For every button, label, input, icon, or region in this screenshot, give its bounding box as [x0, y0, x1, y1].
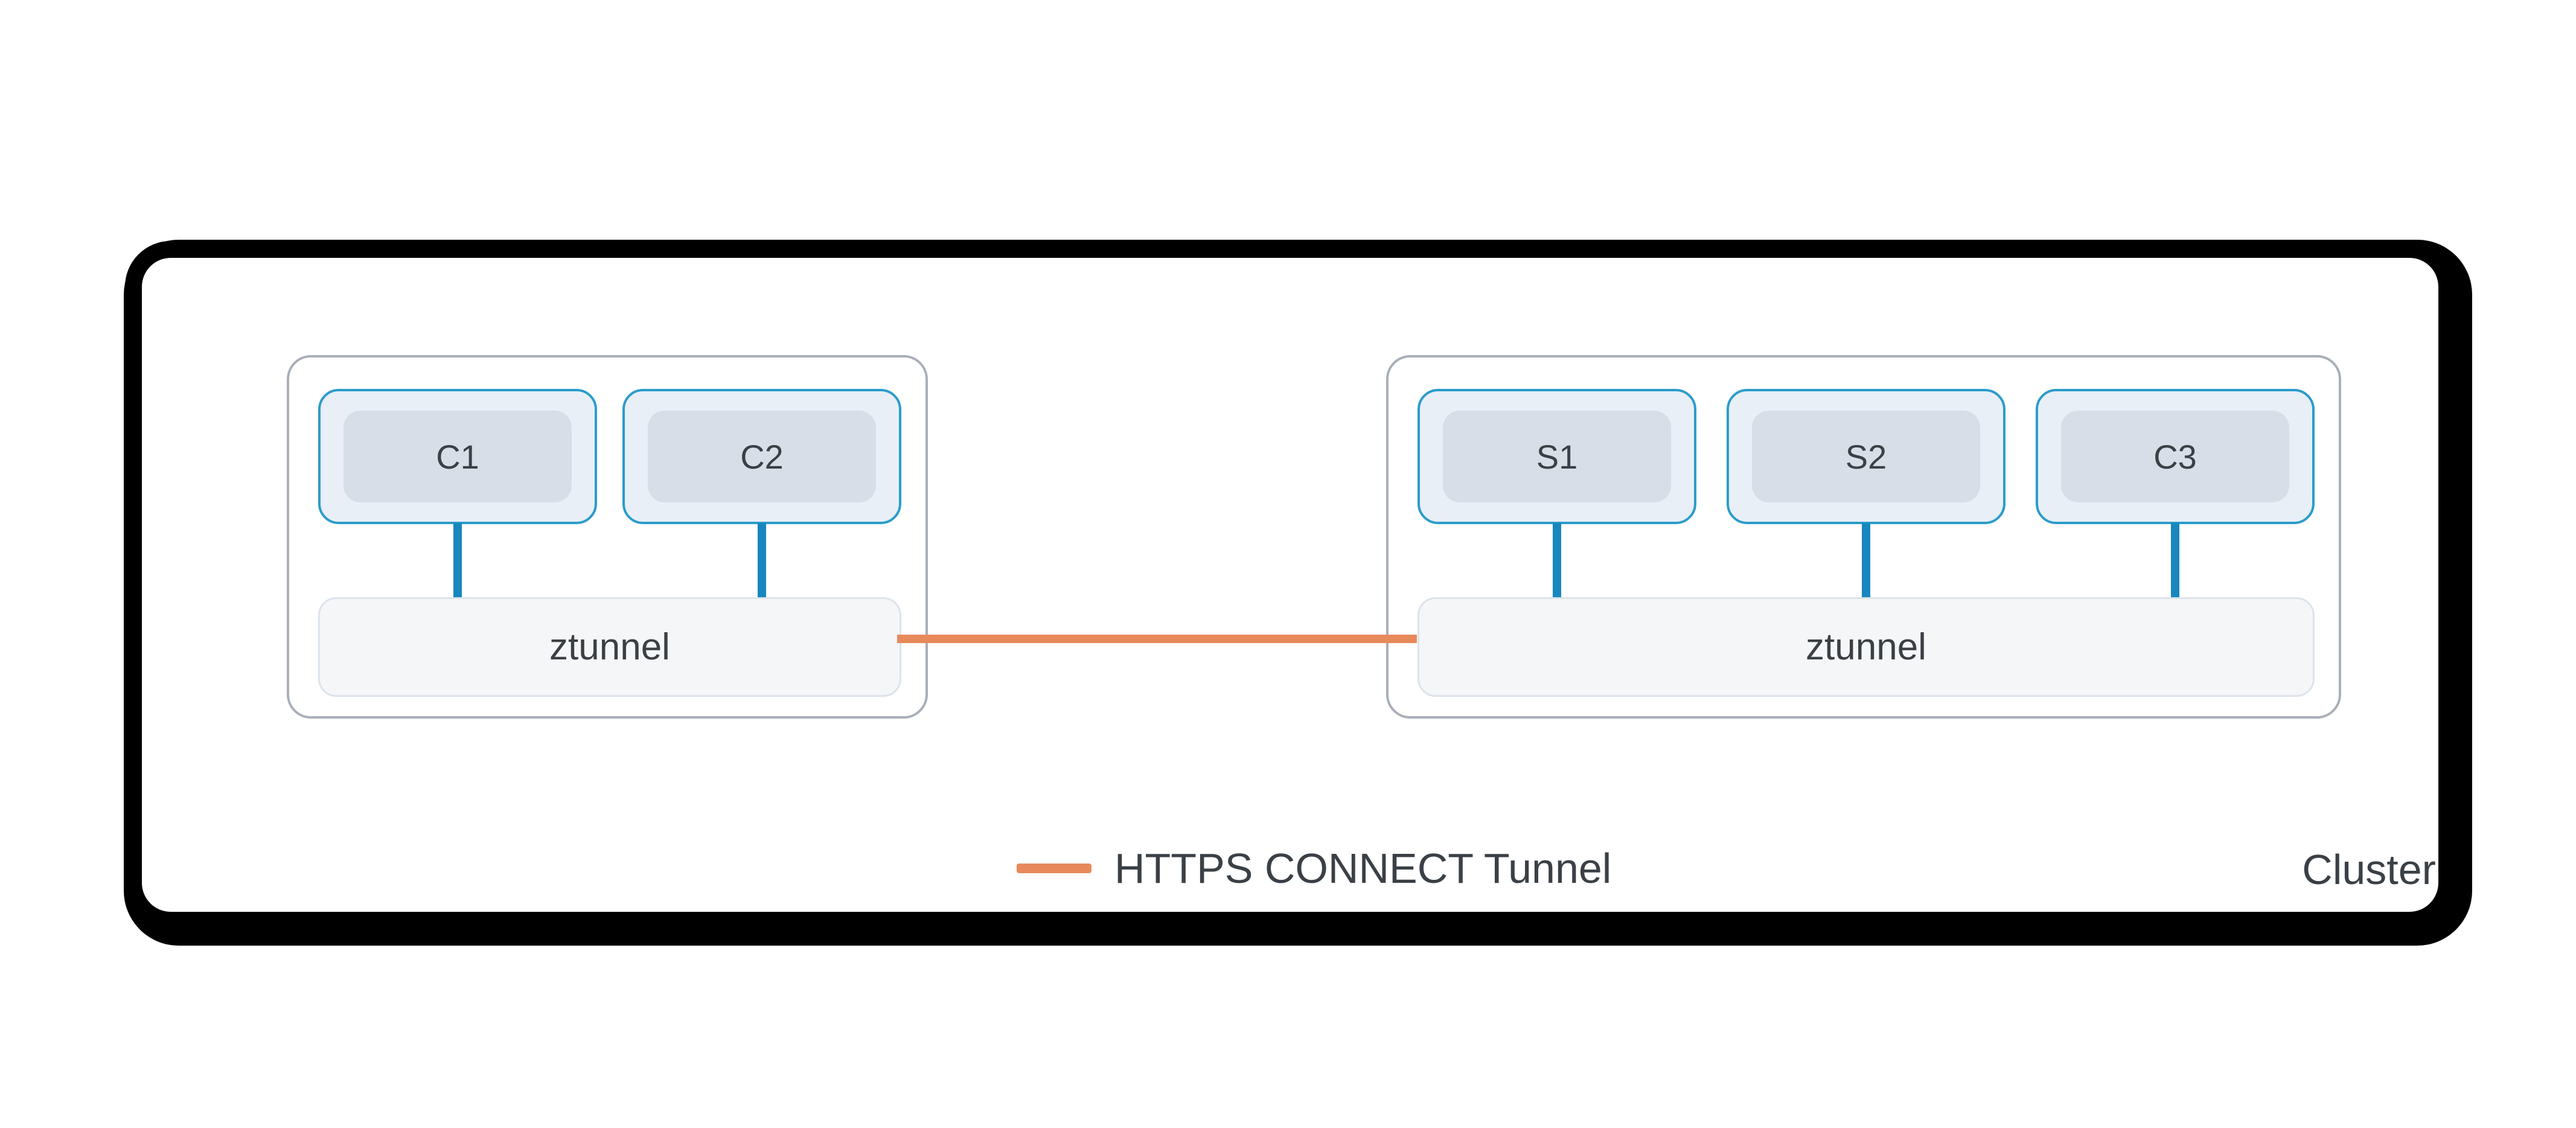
pod-s2: S2	[1727, 389, 2006, 524]
pod-s2-label: S2	[1752, 411, 1980, 502]
connector-line	[758, 523, 766, 599]
pod-c3-label: C3	[2061, 411, 2289, 502]
pod-c1-label: C1	[344, 411, 572, 502]
ztunnel-box-left: ztunnel	[318, 597, 901, 697]
pod-c2: C2	[622, 389, 901, 524]
legend-label: HTTPS CONNECT Tunnel	[1114, 845, 1612, 892]
node-box-left: C1 C2 ztunnel	[287, 355, 928, 719]
node-box-right: S1 S2 C3 ztunnel	[1386, 355, 2341, 719]
legend: HTTPS CONNECT Tunnel	[1017, 844, 1611, 892]
connector-line	[453, 523, 462, 599]
pod-c3: C3	[2036, 389, 2315, 524]
legend-line-swatch	[1017, 864, 1091, 873]
connector-line	[2171, 523, 2179, 599]
pod-s1: S1	[1417, 389, 1696, 524]
ztunnel-box-right: ztunnel	[1417, 597, 2315, 697]
cluster-label: Cluster	[2302, 846, 2436, 893]
https-connect-tunnel-line	[897, 635, 1417, 643]
pod-c1: C1	[318, 389, 597, 524]
pod-c2-label: C2	[648, 411, 876, 502]
connector-line	[1553, 523, 1561, 599]
connector-line	[1862, 523, 1870, 599]
pod-s1-label: S1	[1443, 411, 1671, 502]
